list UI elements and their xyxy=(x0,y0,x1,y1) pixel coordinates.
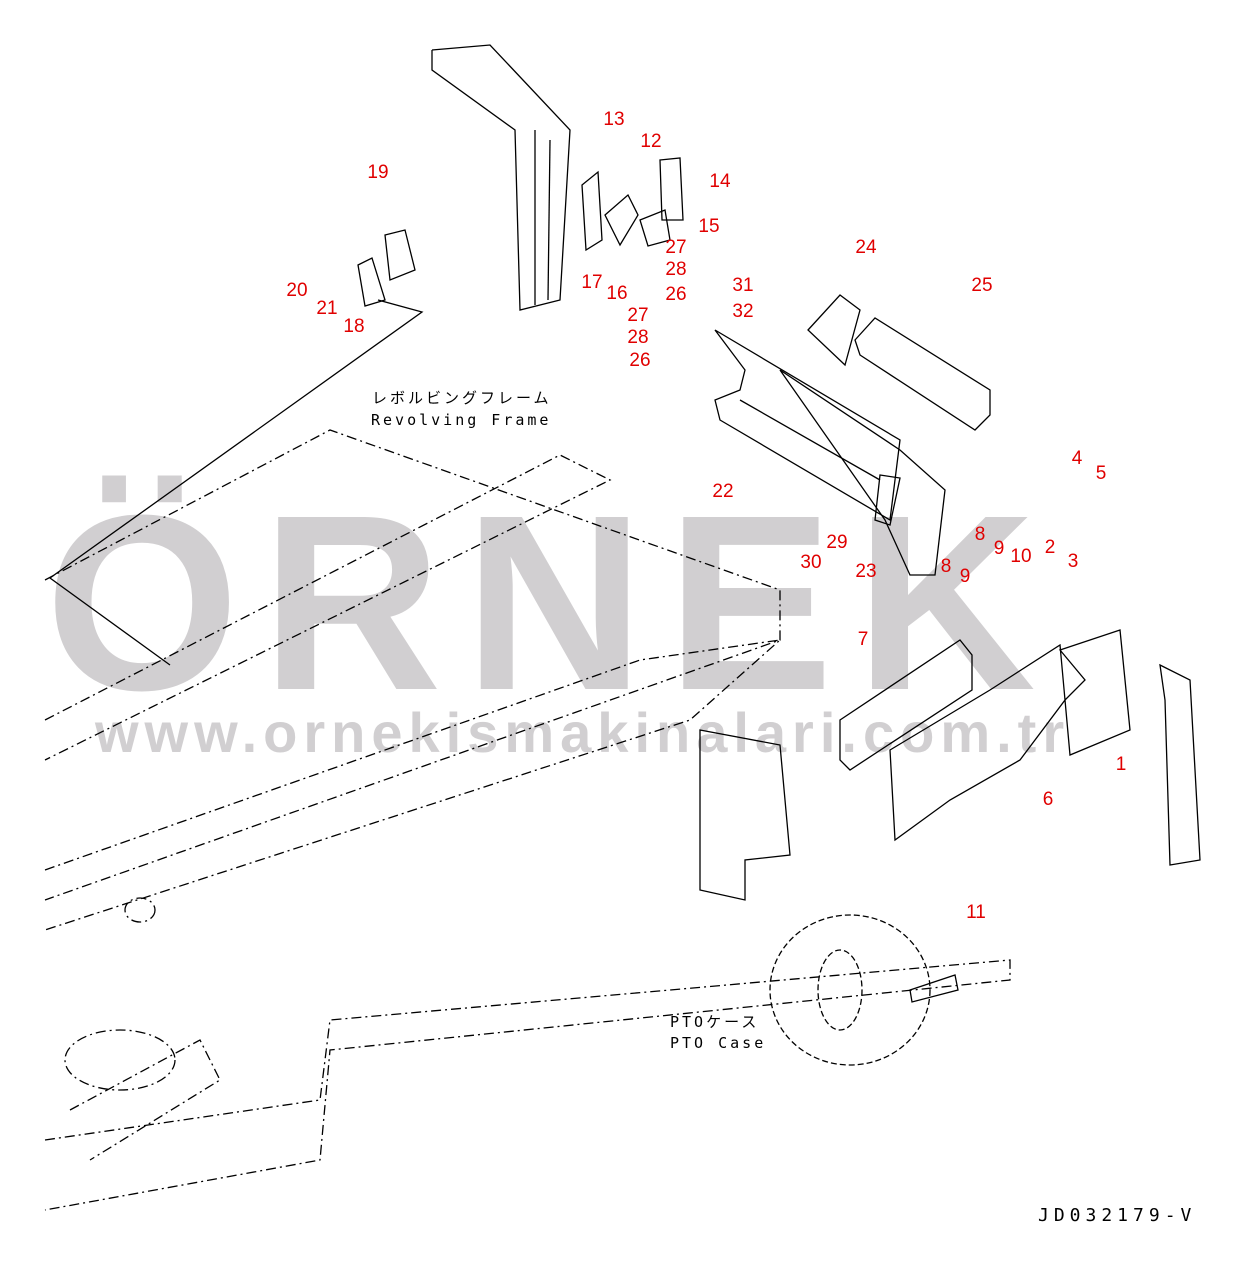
callout-part-10: 10 xyxy=(1010,546,1032,567)
callout-part-28: 28 xyxy=(665,259,687,280)
callout-part-5: 5 xyxy=(1095,463,1107,484)
callout-part-17: 17 xyxy=(581,272,603,293)
callout-part-31: 31 xyxy=(732,275,754,296)
callout-part-7: 7 xyxy=(857,629,869,650)
drawing-code: JD032179-V xyxy=(1038,1205,1197,1226)
watermark-brand: ÖRNEK xyxy=(45,463,1058,742)
callout-part-18: 18 xyxy=(343,316,365,337)
revolving-frame-label-jp: レボルビングフレーム xyxy=(372,389,552,407)
callout-part-26: 26 xyxy=(665,284,687,305)
callout-part-13: 13 xyxy=(603,109,625,130)
callout-part-23: 23 xyxy=(855,561,877,582)
pto-case-label-jp: PTOケース xyxy=(670,1013,760,1031)
brackets-13-15 xyxy=(581,157,684,252)
callout-part-19: 19 xyxy=(367,162,389,183)
callout-part-25: 25 xyxy=(971,275,993,296)
bracket-18-19 xyxy=(357,229,416,307)
cover-24 xyxy=(807,294,861,367)
leader-line xyxy=(48,299,424,666)
pto-case-label-en: PTO Case xyxy=(670,1034,767,1052)
callout-part-21: 21 xyxy=(316,298,338,319)
callout-part-2: 2 xyxy=(1044,537,1056,558)
callout-part-15: 15 xyxy=(698,216,720,237)
callout-part-12: 12 xyxy=(640,131,662,152)
revolving-frame xyxy=(44,429,1011,1211)
callout-part-1: 1 xyxy=(1115,754,1127,775)
callout-part-9: 9 xyxy=(993,538,1005,559)
callout-part-14: 14 xyxy=(709,171,731,192)
callout-part-6: 6 xyxy=(1042,789,1054,810)
callout-part-24: 24 xyxy=(855,237,877,258)
seal-23 xyxy=(874,474,901,526)
callout-part-11: 11 xyxy=(966,902,986,923)
callout-part-27: 27 xyxy=(627,305,649,326)
upper-column xyxy=(431,44,571,311)
cover-25 xyxy=(854,317,991,431)
callout-part-32: 32 xyxy=(732,301,754,322)
pto-case xyxy=(769,914,931,1066)
callout-part-8: 8 xyxy=(940,556,952,577)
callout-part-4: 4 xyxy=(1071,448,1083,469)
callout-part-8: 8 xyxy=(974,524,986,545)
callout-part-28: 28 xyxy=(627,327,649,348)
callout-part-30: 30 xyxy=(800,552,822,573)
callout-part-22: 22 xyxy=(712,481,734,502)
right-bracket xyxy=(1159,663,1201,866)
callout-part-29: 29 xyxy=(826,532,848,553)
cover-6 xyxy=(889,643,1066,842)
callout-part-26: 26 xyxy=(629,350,651,371)
cover-1 xyxy=(1058,629,1131,756)
revolving-frame-label-en: Revolving Frame xyxy=(371,411,552,429)
seal-7 xyxy=(839,639,973,771)
left-block xyxy=(699,729,791,901)
callout-part-9: 9 xyxy=(959,566,971,587)
plate-11 xyxy=(909,974,959,1003)
callout-part-27: 27 xyxy=(665,237,687,258)
callout-part-3: 3 xyxy=(1067,551,1079,572)
callout-part-16: 16 xyxy=(606,283,628,304)
plate-22 xyxy=(714,329,946,576)
callout-part-20: 20 xyxy=(286,280,308,301)
